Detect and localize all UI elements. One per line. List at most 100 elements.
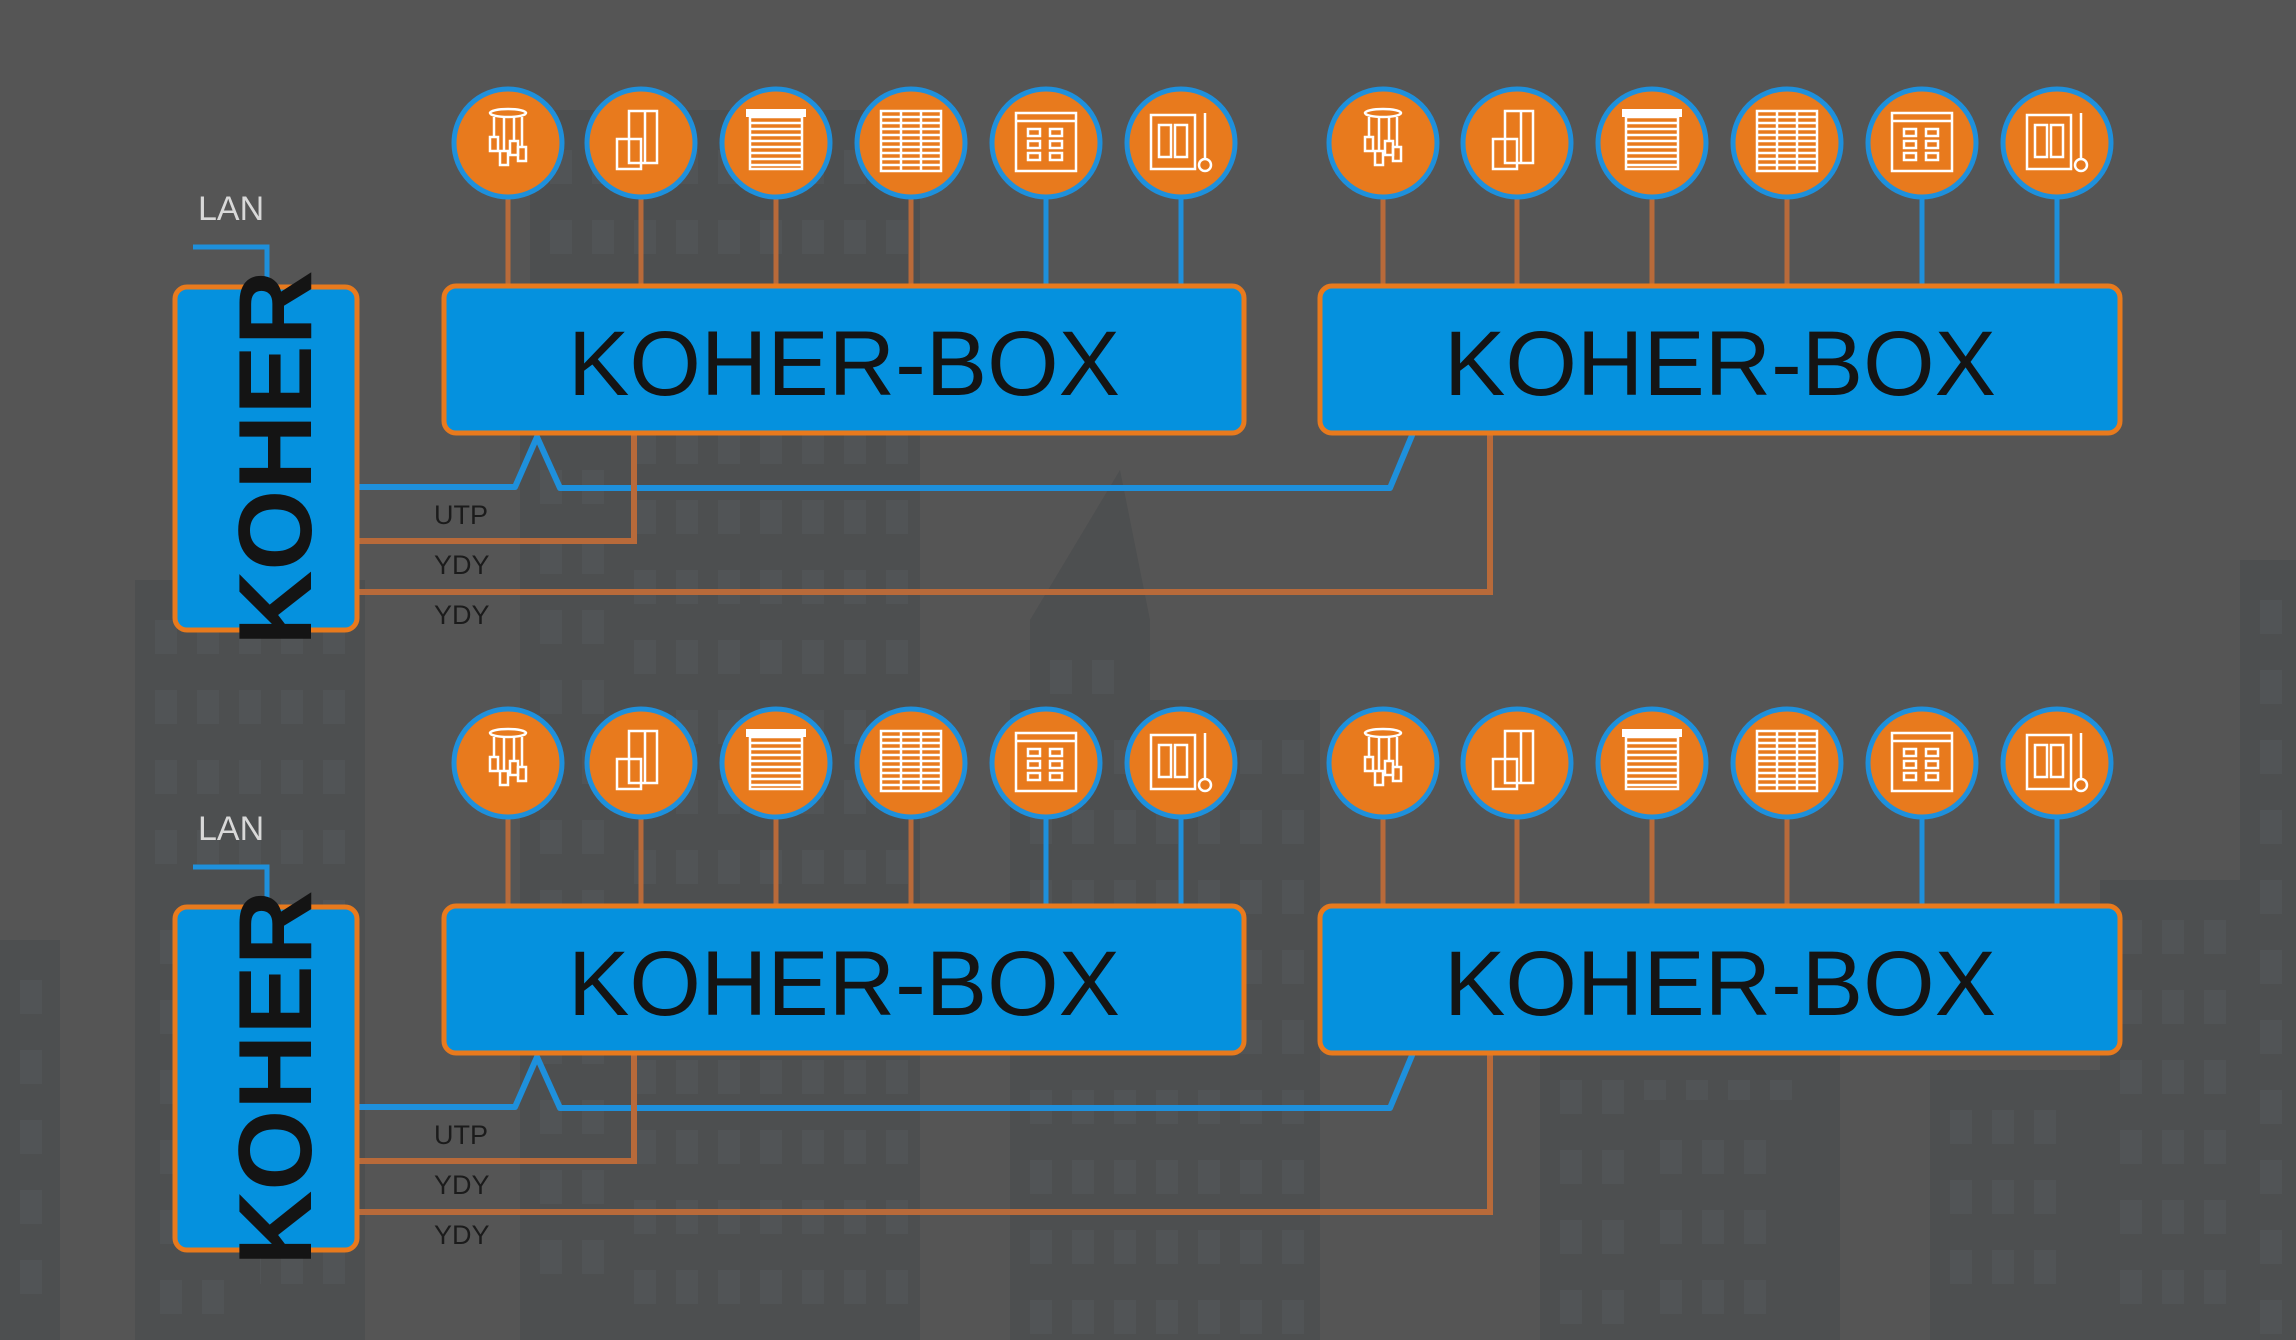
spire bbox=[1030, 470, 1150, 620]
building bbox=[520, 430, 630, 1340]
building-window bbox=[2120, 920, 2142, 954]
building-window bbox=[582, 1170, 604, 1204]
building-window bbox=[1114, 1230, 1136, 1264]
koher-box-2[interactable] bbox=[1317, 903, 2123, 1056]
building-window bbox=[886, 1200, 908, 1234]
building-window bbox=[1282, 950, 1304, 984]
koher-controller[interactable] bbox=[172, 904, 360, 1253]
building-window bbox=[886, 1130, 908, 1164]
koher-box-1[interactable] bbox=[441, 283, 1247, 436]
building-window bbox=[634, 1130, 656, 1164]
building-window bbox=[540, 1240, 562, 1274]
building-window bbox=[582, 610, 604, 644]
building-window bbox=[1702, 1280, 1724, 1314]
building-window bbox=[202, 1280, 224, 1314]
building-window bbox=[676, 220, 698, 254]
koher-box-1[interactable] bbox=[441, 903, 1247, 1056]
building-window bbox=[281, 830, 303, 864]
building-window bbox=[2260, 1090, 2282, 1124]
building-window bbox=[1114, 1160, 1136, 1194]
building-window bbox=[760, 1270, 782, 1304]
building-window bbox=[634, 570, 656, 604]
device-icons bbox=[451, 706, 2114, 820]
building-window bbox=[802, 570, 824, 604]
building-window bbox=[1602, 1290, 1624, 1324]
building-window bbox=[2260, 1300, 2282, 1334]
building-window bbox=[802, 1200, 824, 1234]
building-window bbox=[634, 1270, 656, 1304]
wiring bbox=[193, 193, 2060, 595]
building-window bbox=[2204, 1270, 2226, 1304]
building-window bbox=[2260, 1230, 2282, 1264]
building-window bbox=[1240, 1230, 1262, 1264]
building-window bbox=[1950, 1110, 1972, 1144]
wire-label-ydy: YDY bbox=[434, 600, 490, 630]
building-window bbox=[886, 570, 908, 604]
koher-controller-label: KOHER bbox=[218, 890, 334, 1266]
building-window bbox=[1992, 1180, 2014, 1214]
building-window bbox=[592, 220, 614, 254]
switch-thermostat-icon bbox=[2000, 706, 2114, 820]
venetian-blind-icon bbox=[854, 86, 968, 200]
roller-blind-icon bbox=[719, 706, 833, 820]
building-window bbox=[844, 850, 866, 884]
building-window bbox=[2260, 740, 2282, 774]
building-window bbox=[802, 850, 824, 884]
building-window bbox=[844, 1270, 866, 1304]
building-window bbox=[1744, 1210, 1766, 1244]
building-window bbox=[676, 850, 698, 884]
building-window bbox=[760, 430, 782, 464]
building-window bbox=[1050, 660, 1072, 694]
control-panel-icon bbox=[989, 86, 1103, 200]
building-window bbox=[844, 1200, 866, 1234]
wire-label-ydy: YDY bbox=[434, 550, 490, 580]
building-window bbox=[1030, 1230, 1052, 1264]
koher-controller-label: KOHER bbox=[218, 270, 334, 646]
building-window bbox=[2162, 990, 2184, 1024]
building-window bbox=[2162, 1060, 2184, 1094]
building-window bbox=[197, 830, 219, 864]
building-window bbox=[844, 500, 866, 534]
wire-label-ydy: YDY bbox=[434, 1220, 490, 1250]
building-window bbox=[802, 1130, 824, 1164]
control-panel-icon bbox=[1865, 706, 1979, 820]
koher-box-2[interactable] bbox=[1317, 283, 2123, 436]
building-window bbox=[540, 680, 562, 714]
koher-box-1-label: KOHER-BOX bbox=[568, 313, 1120, 415]
koher-controller[interactable] bbox=[172, 284, 360, 633]
building-window bbox=[886, 220, 908, 254]
building-window bbox=[1660, 1210, 1682, 1244]
building-window bbox=[540, 1100, 562, 1134]
building-window bbox=[1092, 660, 1114, 694]
building-window bbox=[540, 1170, 562, 1204]
building-window bbox=[718, 220, 740, 254]
building-window bbox=[1660, 1280, 1682, 1314]
building-window bbox=[760, 850, 782, 884]
building-window bbox=[1240, 1160, 1262, 1194]
building-window bbox=[760, 640, 782, 674]
ydy-line bbox=[357, 433, 637, 544]
building-window bbox=[802, 500, 824, 534]
building-window bbox=[323, 760, 345, 794]
building-window bbox=[718, 850, 740, 884]
building-window bbox=[1602, 1080, 1624, 1114]
building-window bbox=[2120, 1130, 2142, 1164]
building-window bbox=[323, 830, 345, 864]
building-window bbox=[802, 430, 824, 464]
building-window bbox=[886, 430, 908, 464]
building-window bbox=[844, 1060, 866, 1094]
building-window bbox=[2260, 880, 2282, 914]
building-window bbox=[760, 1200, 782, 1234]
building-window bbox=[1702, 1140, 1724, 1174]
building-window bbox=[1602, 1220, 1624, 1254]
building-window bbox=[550, 220, 572, 254]
building-window bbox=[20, 1190, 42, 1224]
building-window bbox=[676, 1200, 698, 1234]
building-window bbox=[676, 1060, 698, 1094]
building-window bbox=[718, 1270, 740, 1304]
building-window bbox=[718, 1060, 740, 1094]
door-lock-icon bbox=[584, 86, 698, 200]
building-window bbox=[676, 570, 698, 604]
building-window bbox=[2162, 1200, 2184, 1234]
